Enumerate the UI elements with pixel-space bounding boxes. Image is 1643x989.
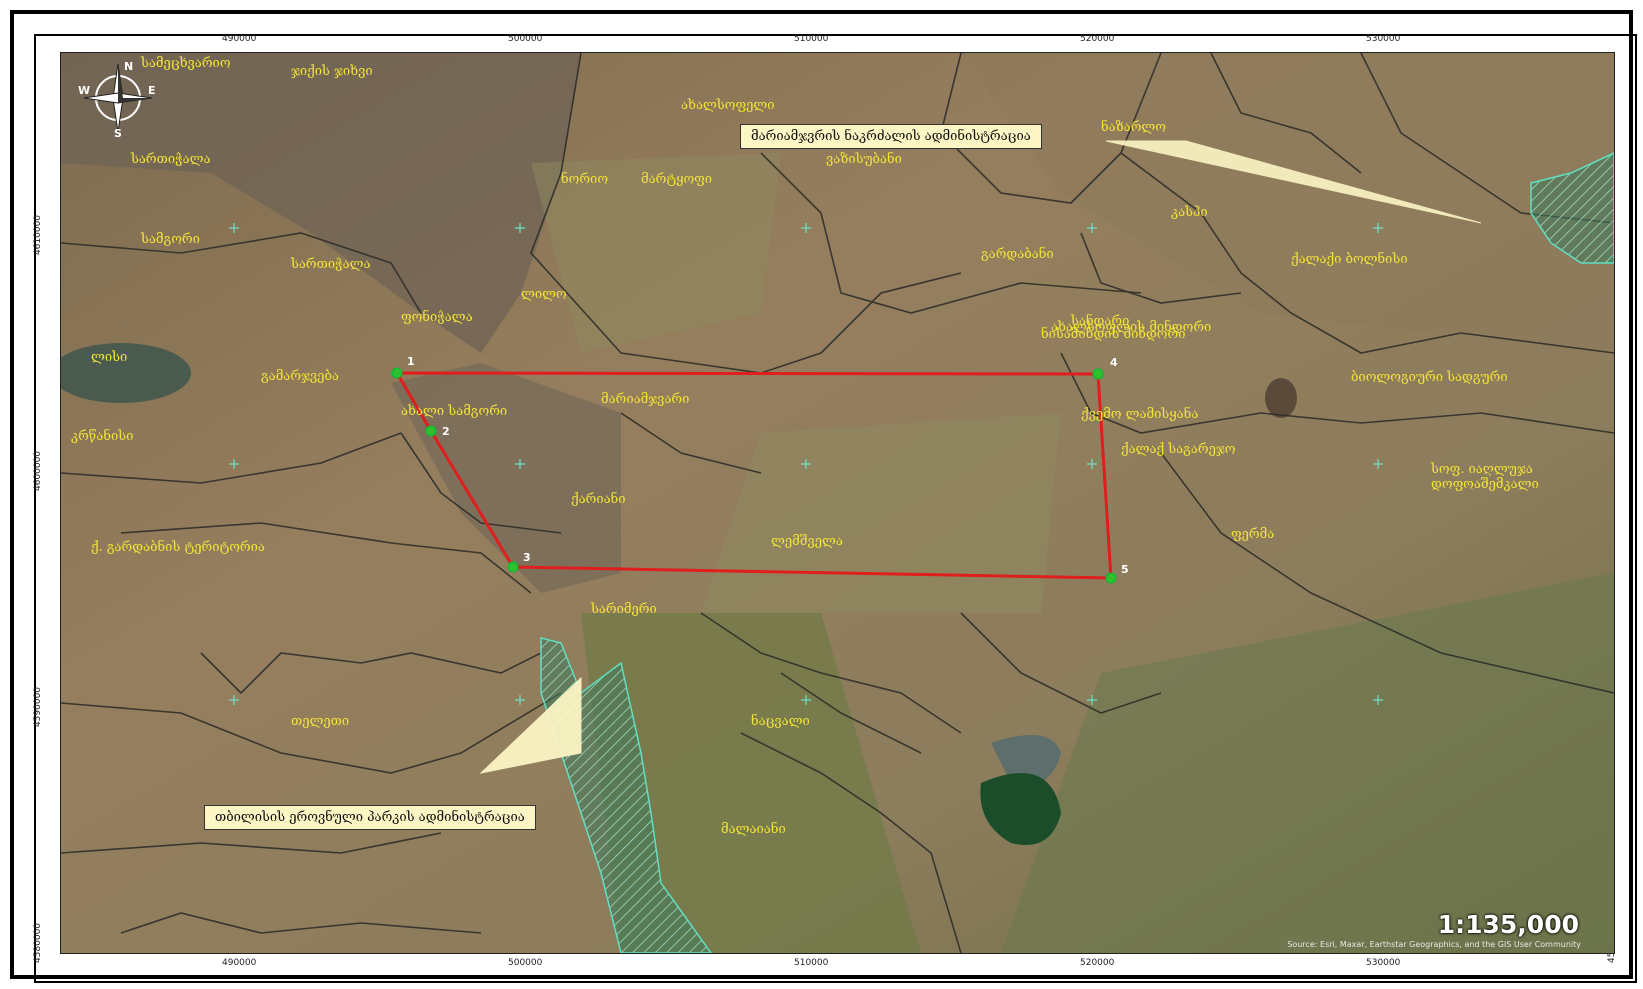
lake-jandari [980,773,1061,845]
map-canvas: 1 2 3 4 5 სამეცხვარიო ჯიქის ჯიხვი სართიჭ… [61,53,1614,953]
place-label: ლისი [91,350,127,365]
place-label: სართიჭალა [130,152,211,167]
place-label: გამარჯვება [261,369,339,384]
place-label: ფონიჭალა [401,309,473,325]
y-tick-left-4600000: 4600000 [33,450,44,492]
vertex-label-4: 4 [1110,356,1118,369]
place-label: ნაცვალი [751,713,810,729]
vertex-label-5: 5 [1121,563,1129,576]
place-label: სართიჭალა [290,257,371,272]
plateau-northeast [961,53,1614,353]
vertex-5[interactable] [1105,572,1117,584]
y-tick-left-4580000: 4580000 [33,922,44,964]
x-tick-bottom-510000: 510000 [794,958,829,968]
place-label: ახალი სამგორი [401,404,507,419]
place-label: ჯიქის ჯიხვი [291,64,373,79]
vertex-label-3: 3 [523,551,531,564]
farmland-south [581,613,921,953]
compass-rose-icon: N S E W [78,58,158,140]
x-tick-top-510000: 510000 [794,34,829,44]
mariamjvari-reserve-area [1530,152,1614,264]
scale-label: 1:135,000 [1437,910,1579,939]
satellite-map[interactable]: 1 2 3 4 5 სამეცხვარიო ჯიქის ჯიხვი სართიჭ… [60,52,1615,954]
place-label: დოფოაშემკალი [1431,477,1539,492]
urban-area-south [391,363,621,593]
study-area-polygon[interactable] [394,371,1113,580]
x-tick-bottom-530000: 530000 [1366,958,1401,968]
place-label: ქალაქი ბოლნისი [1291,251,1408,267]
compass-s: S [114,127,122,138]
small-lake [1265,378,1297,418]
x-tick-bottom-520000: 520000 [1080,958,1115,968]
compass-n: N [124,60,133,73]
place-label: მარიამჯვარი [601,392,689,407]
place-label: ნორიო [561,171,608,187]
place-label: თელეთი [291,714,349,729]
x-tick-top-500000: 500000 [508,34,543,44]
x-tick-top-520000: 520000 [1080,34,1115,44]
place-label: ქალაქ საგარეჯო [1121,442,1236,457]
place-label: სამეცხვარიო [140,56,231,71]
vertex-4[interactable] [1092,368,1104,380]
place-label: ბიოლოგიური სადგური [1351,370,1508,385]
y-tick-left-4610000: 4610000 [33,214,44,256]
x-tick-top-490000: 490000 [222,34,257,44]
reservoir [991,735,1061,785]
grid-crosses [229,223,1383,705]
vertex-2[interactable] [425,425,437,437]
place-label: ახალსოფლის მინდორი [1051,319,1211,335]
farmland-center [701,413,1061,613]
vertex-3[interactable] [507,561,519,573]
vertex-1[interactable] [391,367,403,379]
place-label: სარიმერი [590,602,657,617]
hills-southeast [1001,573,1614,953]
place-label: ქარიანი [571,491,626,507]
place-label: ლილო [521,287,567,302]
urban-area [61,53,581,353]
x-tick-top-530000: 530000 [1366,34,1401,44]
vertex-label-1: 1 [407,355,415,368]
callout-tbilisi-national-park: თბილისის ეროვნული პარკის ადმინისტრაცია [204,805,536,830]
place-label: ფერმა [1231,527,1274,542]
farmland-north [531,153,781,353]
place-label: კრწანისი [71,428,133,444]
place-labels: სამეცხვარიო ჯიქის ჯიხვი სართიჭალა ახალსო… [71,56,1539,837]
callout-mariamjvari-reserve: მარიამჯვრის ნაკრძალის ადმინისტრაცია [740,124,1042,149]
place-label: ლემშველა [771,534,843,549]
compass-w: W [78,84,90,97]
admin-boundaries [61,53,1614,953]
vertex-label-2: 2 [442,425,450,438]
tbilisi-national-park-area [540,637,712,953]
place-label: ახალსოფელი [681,98,775,113]
x-tick-bottom-490000: 490000 [222,958,257,968]
place-label: ქ. გარდაბნის ტერიტორია [91,539,265,555]
lake-lisi [61,343,191,403]
place-label: ქვემო ლამისყანა [1081,406,1198,422]
map-inner-border [34,34,1637,983]
place-label: სოფ. იაღლუჯა [1430,462,1533,477]
y-tick-left-4590000: 4590000 [33,686,44,728]
place-label: ნაზარლო [1101,119,1166,135]
place-label: სანდარი [1070,313,1129,329]
place-label: სამგორი [140,232,200,247]
callout-leader-tbilisi-park [479,676,582,774]
vertex-points: 1 2 3 4 5 [391,355,1129,584]
place-label: მალაიანი [721,821,786,837]
place-label: გარდაბანი [981,246,1054,262]
place-label: მარტყოფი [641,172,712,187]
place-label: ვაზისუბანი [826,151,902,167]
place-label: ნისამინდის მინდორი [1041,326,1186,342]
place-label: კასპი [1171,205,1208,220]
x-tick-bottom-500000: 500000 [508,958,543,968]
attribution-text: Source: Esri, Maxar, Earthstar Geographi… [1287,940,1581,949]
compass-e: E [148,84,156,97]
callout-leader-mariamjvari [1105,140,1482,224]
